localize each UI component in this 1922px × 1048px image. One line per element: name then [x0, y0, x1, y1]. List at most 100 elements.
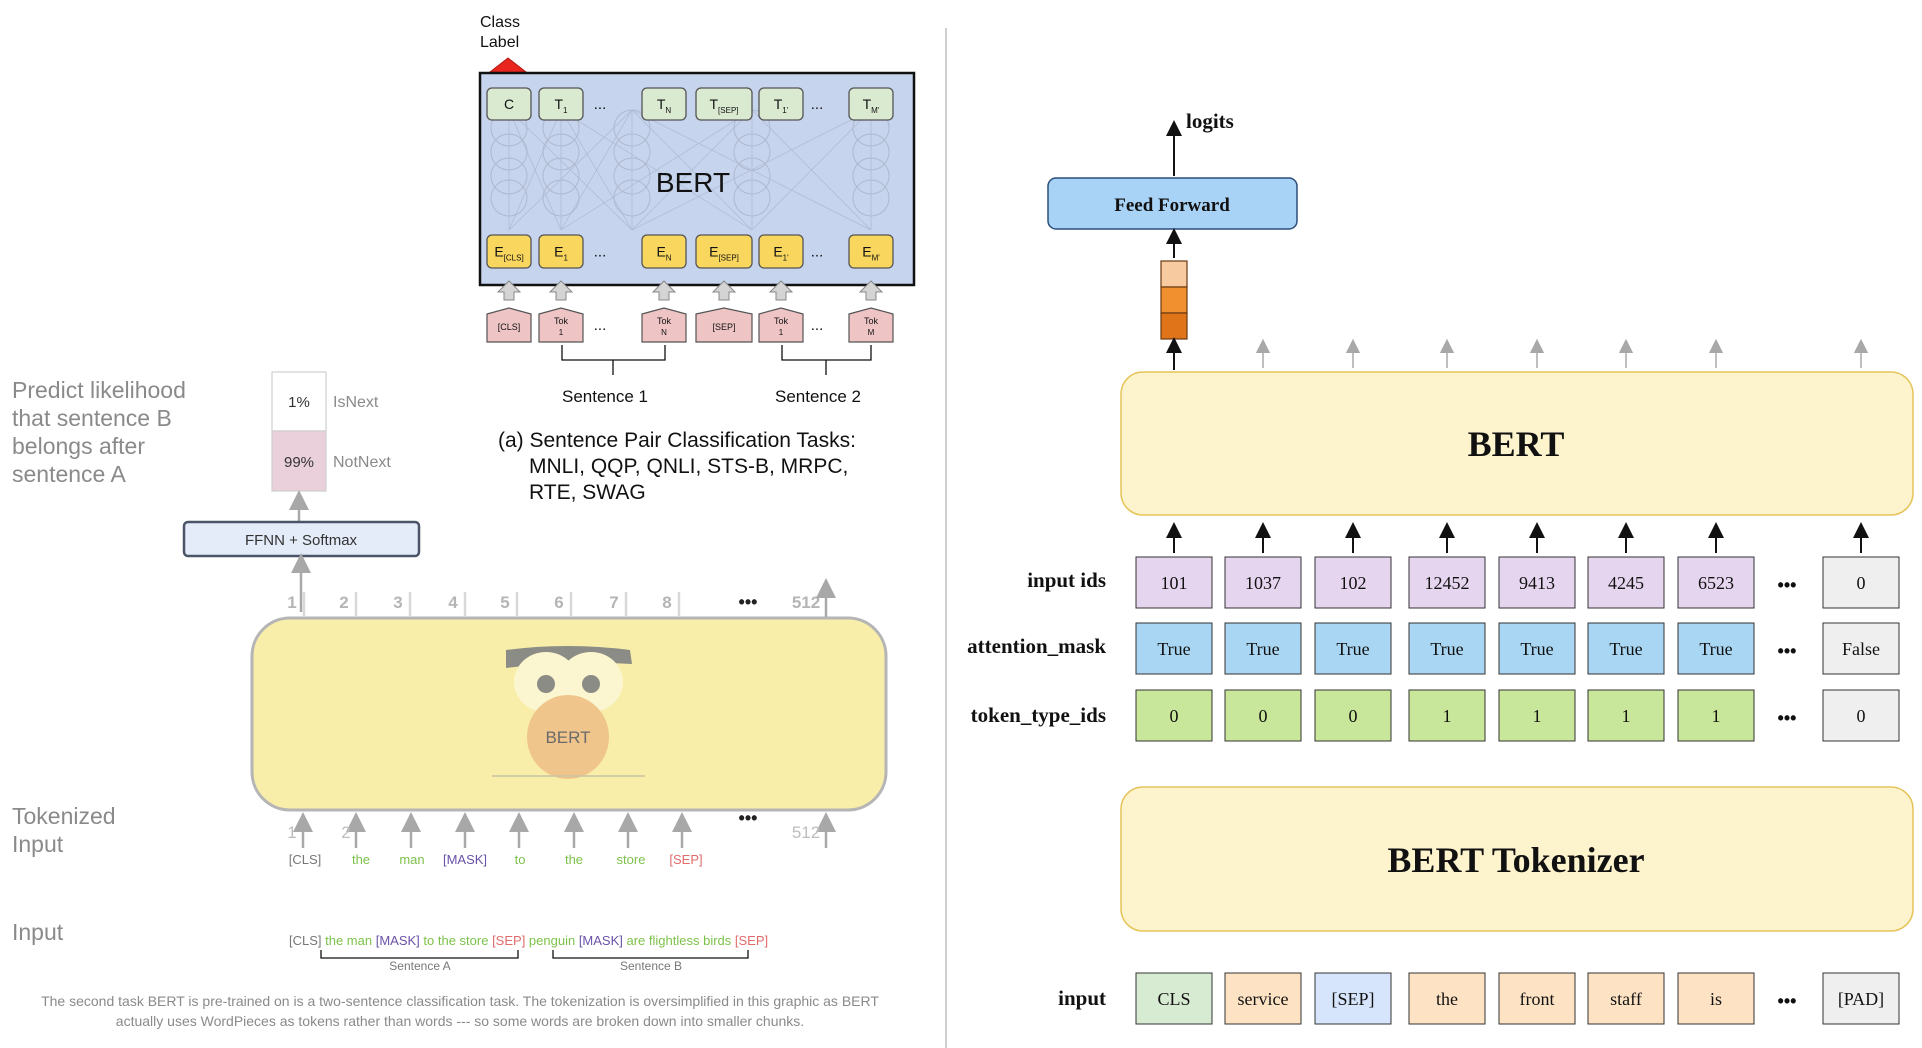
- input-segment-the-man: the man: [322, 933, 373, 948]
- ffnn-softmax-label: FFNN + Softmax: [245, 532, 358, 549]
- input-token-index: 1: [779, 328, 784, 337]
- input-token-cell: [1677, 972, 1755, 1025]
- row-label-input-ids: input ids: [1027, 568, 1106, 592]
- input-token-cls: [486, 307, 532, 343]
- input-token-label: [SEP]: [712, 322, 735, 332]
- tokenized-word-sep: [SEP]: [669, 852, 702, 867]
- position-bottom-2: 2: [341, 823, 350, 842]
- network-edge: [560, 109, 633, 231]
- attention-mask-value: True: [1336, 639, 1369, 659]
- bert-face-label: BERT: [545, 728, 590, 747]
- embedding-ellipsis: ...: [594, 244, 607, 261]
- input-token-value: [PAD]: [1838, 989, 1884, 1009]
- feed-forward-label: Feed Forward: [1114, 195, 1230, 216]
- cls-vector-cell3: [1160, 312, 1188, 340]
- output-token-label: TN: [657, 96, 672, 115]
- token-type-ids-value: 1: [1443, 706, 1452, 726]
- token-type-ids-cell: [1224, 689, 1302, 742]
- caption-line2: MNLI, QQP, QNLI, STS-B, MRPC,: [529, 455, 848, 478]
- isnext-percent: 1%: [288, 394, 310, 411]
- bert-label: BERT: [656, 167, 730, 198]
- token-type-ids-cell: [1408, 689, 1486, 742]
- row-label-attention-mask: attention_mask: [967, 634, 1106, 658]
- input-ids-value: 0: [1857, 573, 1866, 593]
- attention-mask-value: False: [1842, 639, 1880, 659]
- bert-eye-left-icon: [537, 675, 555, 693]
- input-segment-mask: [MASK]: [372, 933, 420, 948]
- network-edge: [751, 109, 872, 231]
- sentence2-label: Sentence 2: [775, 387, 861, 406]
- position-top-3: 3: [393, 593, 402, 612]
- input-token-ellipsis: •••: [1778, 991, 1797, 1011]
- class-label-line1: Class: [480, 14, 520, 31]
- output-token-c: [486, 87, 532, 121]
- input-token-value: the: [1436, 989, 1458, 1009]
- attention-mask-cell: [1498, 622, 1576, 675]
- notnext-percent: 99%: [284, 454, 314, 471]
- input-token-index: M: [868, 328, 875, 337]
- sentence1-label: Sentence 1: [562, 387, 648, 406]
- token-type-ids-value: 1: [1533, 706, 1542, 726]
- footnote-line1: The second task BERT is pre-trained on i…: [41, 993, 879, 1009]
- input-token-cell: [1408, 972, 1486, 1025]
- input-label: Input: [12, 919, 64, 945]
- input-token-tok1: [538, 307, 584, 343]
- embedding-label: E1: [554, 244, 568, 263]
- predict-line4: sentence A: [12, 461, 126, 487]
- attention-mask-value: True: [1609, 639, 1642, 659]
- output-token-label: TM': [863, 96, 880, 115]
- sentence2-brace: [781, 345, 872, 375]
- output-token-tn: [641, 87, 687, 121]
- input-ids-cell: [1822, 556, 1900, 609]
- row-label-token-type-ids: token_type_ids: [971, 703, 1106, 727]
- input-ids-cell: [1587, 556, 1665, 609]
- bert-tokenizer-label: BERT Tokenizer: [1387, 840, 1644, 880]
- input-ids-cell: [1677, 556, 1755, 609]
- tokenized-word-store: store: [617, 852, 646, 867]
- position-bottom-item: •••: [739, 808, 758, 828]
- embedding-en: [641, 234, 687, 269]
- input-token-index: N: [661, 328, 667, 337]
- embedding-label: EM': [862, 244, 880, 263]
- input-ids-cell: [1224, 556, 1302, 609]
- token-type-ids-cell: [1135, 689, 1213, 742]
- bert-output-arrows: [1255, 338, 1869, 368]
- token-type-ids-value: 0: [1259, 706, 1268, 726]
- input-token-cell: [1822, 972, 1900, 1025]
- caption-line1: (a) Sentence Pair Classification Tasks:: [498, 429, 856, 452]
- input-segment-sep: [SEP]: [731, 933, 768, 948]
- predict-line2: that sentence B: [12, 405, 172, 431]
- token-type-ids-value: 1: [1712, 706, 1721, 726]
- input-ids-value: 1037: [1245, 573, 1281, 593]
- token-type-ids-value: 0: [1170, 706, 1179, 726]
- token-type-ids-cell: [1587, 689, 1665, 742]
- input-segment-sep: [SEP]: [488, 933, 525, 948]
- network-edge: [508, 109, 562, 231]
- input-ids-cell: [1408, 556, 1486, 609]
- output-token-ellipsis: ...: [811, 96, 824, 113]
- input-segment-cls: [CLS]: [289, 933, 322, 948]
- input-ids-value: 9413: [1519, 573, 1555, 593]
- position-top-item: •••: [739, 592, 758, 612]
- bert-model-label: BERT: [1468, 424, 1565, 464]
- notnext-label: NotNext: [333, 454, 391, 471]
- input-ids-cell: [1314, 556, 1392, 609]
- token-type-ids-ellipsis: •••: [1778, 708, 1797, 728]
- classification-pipeline-diagram: logits Feed Forward BERT input ids atten…: [967, 109, 1914, 1025]
- input-token-value: [SEP]: [1331, 989, 1374, 1009]
- attention-mask-cell: [1314, 622, 1392, 675]
- sentence-a-label: Sentence A: [389, 959, 450, 973]
- up-arrow-icon: [496, 280, 522, 301]
- up-arrow-icon: [858, 280, 884, 301]
- input-token-value: CLS: [1157, 989, 1190, 1009]
- attention-mask-value: True: [1157, 639, 1190, 659]
- input-token-sep: [695, 307, 753, 343]
- tokenized-word-the: the: [565, 852, 583, 867]
- bert-model-box: [1120, 371, 1914, 516]
